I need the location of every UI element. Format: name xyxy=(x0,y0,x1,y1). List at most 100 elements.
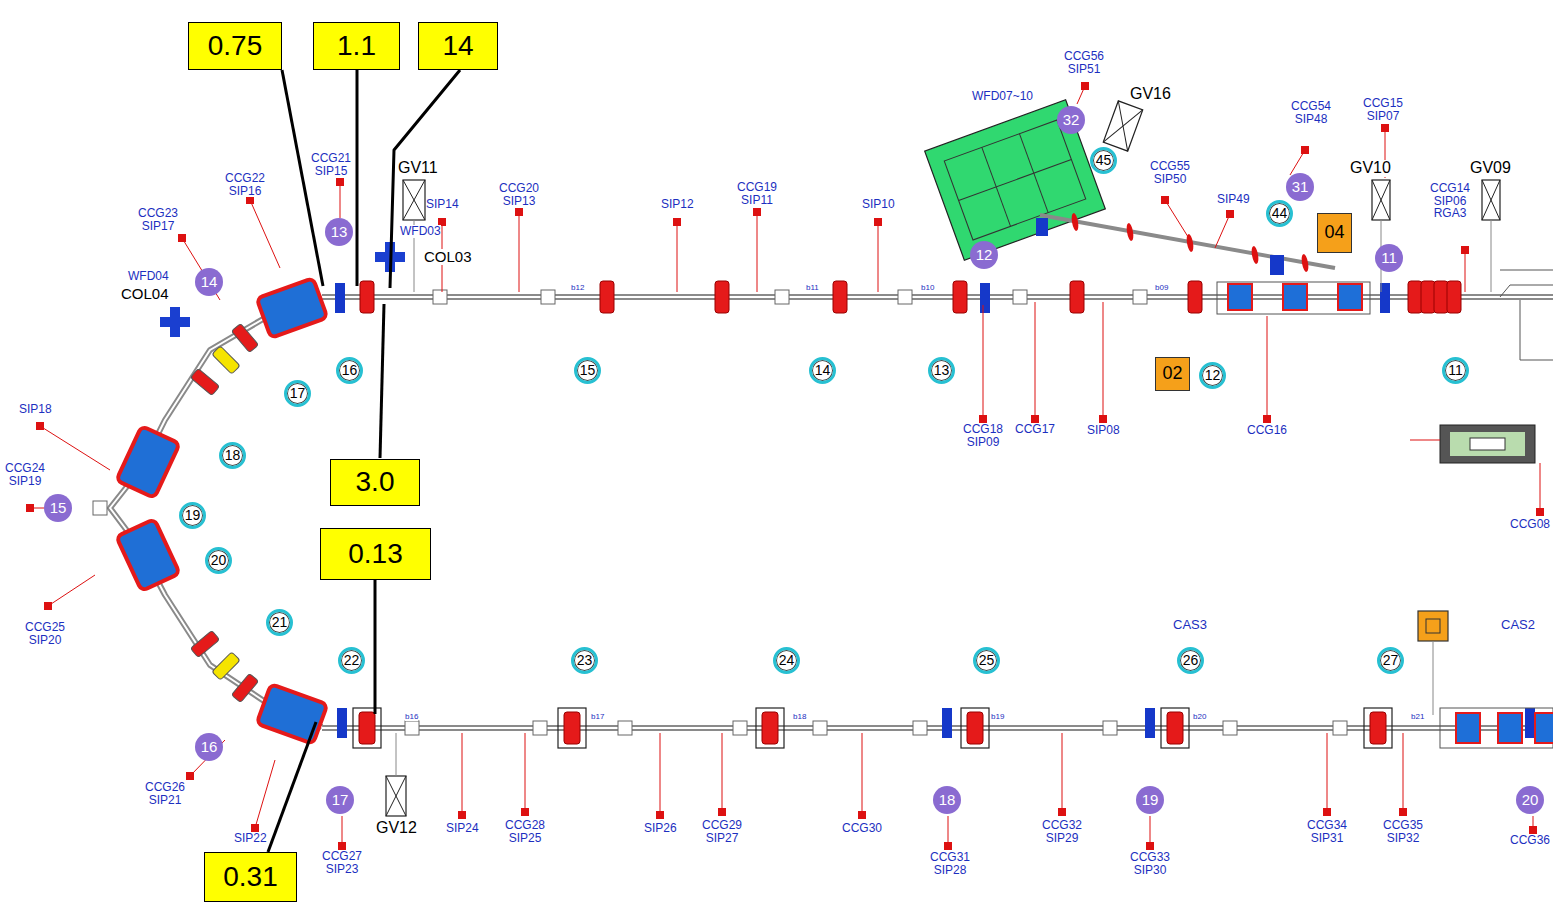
beam-monitor xyxy=(980,283,990,313)
device-label: CCG27 SIP23 xyxy=(322,850,362,875)
beam-pipe xyxy=(110,298,322,727)
quadrupole-magnet xyxy=(600,281,614,313)
node-text: 17 xyxy=(332,792,349,809)
node-text: 31 xyxy=(1292,179,1309,196)
gauge-pointer xyxy=(1150,816,1151,846)
position-number: 44 xyxy=(1266,200,1293,227)
flange xyxy=(913,721,927,735)
flange xyxy=(618,721,632,735)
bpm-label: b21 xyxy=(1411,713,1424,721)
position-number: 17 xyxy=(284,380,311,407)
flange xyxy=(898,290,912,304)
device-label: SIP24 xyxy=(446,822,479,835)
quadrupole-magnet xyxy=(360,281,374,313)
branch-magnet xyxy=(1250,246,1259,265)
quadrupole-magnet xyxy=(1408,281,1422,313)
magnet-girder xyxy=(1217,282,1370,314)
gauge-marker xyxy=(1031,415,1039,423)
position-number: 13 xyxy=(928,357,955,384)
leader-line xyxy=(1433,641,1434,715)
bpm-label: b18 xyxy=(793,713,806,721)
bpm-label: b17 xyxy=(591,713,604,721)
leader-line xyxy=(268,722,316,852)
gauge-marker xyxy=(1301,146,1309,154)
beam-monitor xyxy=(1270,255,1284,275)
valve-stem xyxy=(396,733,397,776)
magnet-gap xyxy=(1470,438,1505,450)
node-text: 27 xyxy=(1383,653,1399,668)
node-text: 16 xyxy=(342,363,358,378)
device-label: CCG34 SIP31 xyxy=(1307,819,1347,844)
beam-pipe xyxy=(322,296,1553,298)
quadrupole-magnet xyxy=(359,712,375,744)
position-number: 20 xyxy=(205,547,232,574)
branch-magnet xyxy=(1185,234,1194,253)
flange xyxy=(533,721,547,735)
arc-magnet xyxy=(212,652,240,680)
gauge-marker xyxy=(186,772,194,780)
device-label: CCG31 SIP28 xyxy=(930,851,970,876)
device-label: CCG16 xyxy=(1247,424,1287,437)
arc-magnet xyxy=(212,346,240,374)
beam-pipe xyxy=(322,294,1553,300)
gauge-marker xyxy=(1058,808,1066,816)
position-number: 19 xyxy=(179,502,206,529)
gauge-pointer xyxy=(862,733,863,815)
gauge-pointer xyxy=(519,212,520,292)
flange xyxy=(775,290,789,304)
valve-label: GV10 xyxy=(1350,160,1391,177)
device-outline xyxy=(1500,285,1553,297)
flange xyxy=(93,501,107,515)
magnet-yoke xyxy=(1161,708,1189,748)
gauge-pointer xyxy=(878,222,879,292)
wfd-frame xyxy=(925,100,1106,260)
gate-valve-mark xyxy=(403,180,425,220)
leader-line xyxy=(356,70,359,286)
device-label: CCG26 SIP21 xyxy=(145,781,185,806)
valve-stem xyxy=(1491,220,1492,292)
gate-valve-mark xyxy=(403,180,425,220)
device-label: CCG18 SIP09 xyxy=(963,423,1003,448)
gauge-marker xyxy=(515,208,523,216)
device-label: CCG21 SIP15 xyxy=(311,152,351,177)
quadrupole-magnet xyxy=(1167,712,1183,744)
gauge-marker xyxy=(1099,415,1107,423)
monitor-number: 14 xyxy=(195,268,223,296)
flange xyxy=(405,721,419,735)
position-number: 18 xyxy=(219,442,246,469)
device-label: CCG28 SIP25 xyxy=(505,819,545,844)
position-number: 16 xyxy=(336,357,363,384)
node-text: 26 xyxy=(1183,653,1199,668)
gauge-pointer xyxy=(342,816,343,846)
wfd-frame xyxy=(982,147,1011,226)
beam-monitor xyxy=(337,708,347,738)
gauge-pointer xyxy=(250,200,280,268)
gauge-pointer xyxy=(1062,733,1063,812)
position-number: 45 xyxy=(1090,147,1117,174)
gauge-pointer xyxy=(948,816,949,846)
gauge-pointer xyxy=(1035,302,1036,419)
magnet-yoke xyxy=(961,708,989,748)
bpm-label: b12 xyxy=(571,284,584,292)
dimension-callout: 0.13 xyxy=(320,528,431,580)
gauge-marker xyxy=(1146,842,1154,850)
gauge-pointer xyxy=(722,733,723,812)
arc-magnet xyxy=(231,323,258,352)
node-text: 15 xyxy=(50,500,67,517)
position-number: 27 xyxy=(1377,647,1404,674)
device-outline xyxy=(1500,270,1553,271)
device-label: SIP12 xyxy=(661,198,694,211)
position-number: 21 xyxy=(266,609,293,636)
node-text: 23 xyxy=(577,653,593,668)
gauge-marker xyxy=(718,808,726,816)
gauge-pointer xyxy=(1465,250,1466,292)
device-label: WFD07~10 xyxy=(972,90,1033,103)
quadrupole-magnet xyxy=(967,712,983,744)
dimension-callout: 0.31 xyxy=(204,852,297,902)
position-number: 14 xyxy=(809,357,836,384)
quadrupole-magnet xyxy=(564,712,580,744)
valve-label: GV12 xyxy=(376,820,417,837)
gauge-marker xyxy=(44,602,52,610)
quadrupole-magnet xyxy=(1070,281,1084,313)
